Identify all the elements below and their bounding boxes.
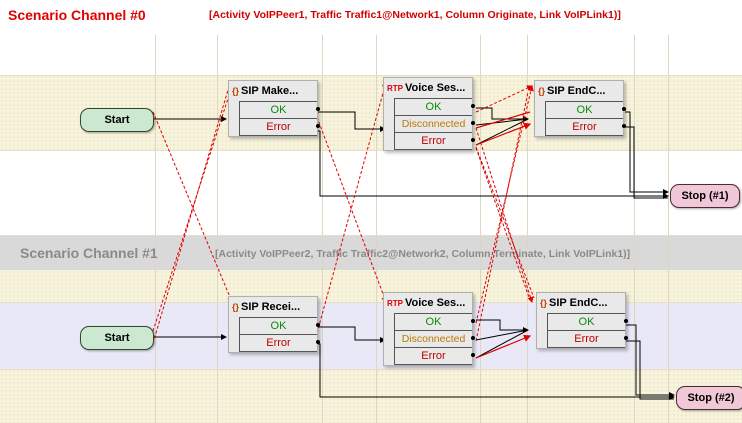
canvas-header-band — [0, 0, 742, 35]
grid-line — [0, 302, 742, 303]
channel1-sip-receive-node[interactable]: {} SIP Recei... OK Error — [228, 296, 320, 353]
function-icon: {} — [232, 86, 240, 96]
start-label: Start — [104, 332, 130, 344]
node-title: Voice Ses... — [405, 297, 466, 309]
node-title: SIP Make... — [241, 85, 299, 97]
channel0-sip-endcall-node[interactable]: {} SIP EndC... OK Error — [534, 80, 626, 137]
function-icon: {} — [232, 302, 240, 312]
node-outcomes: OK Error — [547, 313, 628, 348]
node-header: {} SIP EndC... — [537, 293, 625, 313]
function-icon: {} — [540, 298, 548, 308]
outcome-ok[interactable]: OK — [548, 314, 628, 331]
channel1-voice-session-node[interactable]: RTP Voice Ses... OK Disconnected Error — [383, 292, 475, 366]
grid-line — [155, 35, 156, 423]
channel1-start-button[interactable]: Start — [80, 326, 154, 350]
outcome-error[interactable]: Error — [395, 133, 475, 150]
outcome-ok[interactable]: OK — [240, 102, 320, 119]
outcome-ok[interactable]: OK — [240, 318, 320, 335]
function-icon: {} — [538, 86, 546, 96]
outcome-error[interactable]: Error — [240, 335, 320, 352]
stop-label: Stop (#2) — [687, 392, 735, 404]
channel0-voice-session-node[interactable]: RTP Voice Ses... OK Disconnected Error — [383, 77, 475, 151]
grid-line — [0, 75, 742, 76]
outcome-error[interactable]: Error — [548, 331, 628, 348]
grid-line — [527, 35, 528, 423]
node-outcomes: OK Error — [239, 101, 320, 136]
grid-line — [322, 35, 323, 423]
canvas-band — [0, 369, 742, 423]
channel0-start-button[interactable]: Start — [80, 108, 154, 132]
outcome-ok[interactable]: OK — [395, 99, 475, 116]
canvas-band — [0, 270, 742, 302]
channel1-sip-endcall-node[interactable]: {} SIP EndC... OK Error — [536, 292, 628, 349]
rtp-icon: RTP — [387, 298, 403, 308]
channel0-stop-button[interactable]: Stop (#1) — [670, 184, 740, 208]
grid-line — [376, 35, 377, 423]
start-label: Start — [104, 114, 130, 126]
node-outcomes: OK Error — [545, 101, 626, 136]
node-header: {} SIP EndC... — [535, 81, 623, 101]
grid-line — [217, 35, 218, 423]
node-outcomes: OK Error — [239, 317, 320, 352]
node-title: SIP Recei... — [241, 301, 301, 313]
rtp-icon: RTP — [387, 83, 403, 93]
outcome-error[interactable]: Error — [240, 119, 320, 136]
channel1-title: Scenario Channel #1 — [20, 245, 158, 261]
grid-line — [668, 35, 669, 423]
channel1-description: [Activity VoIPPeer2, Traffic Traffic2@Ne… — [215, 248, 631, 260]
channel0-description: [Activity VoIPPeer1, Traffic Traffic1@Ne… — [209, 9, 621, 21]
channel1-stop-button[interactable]: Stop (#2) — [676, 386, 742, 410]
grid-line — [0, 369, 742, 370]
node-title: SIP EndC... — [547, 85, 606, 97]
outcome-disconnected[interactable]: Disconnected — [395, 331, 475, 348]
outcome-error[interactable]: Error — [395, 348, 475, 365]
outcome-error[interactable]: Error — [546, 119, 626, 136]
grid-line — [0, 235, 742, 236]
node-title: SIP EndC... — [549, 297, 608, 309]
node-header: RTP Voice Ses... — [384, 293, 472, 313]
outcome-ok[interactable]: OK — [546, 102, 626, 119]
canvas-band — [0, 35, 742, 75]
canvas-band — [0, 150, 742, 235]
node-header: {} SIP Recei... — [229, 297, 317, 317]
channel0-sip-make-node[interactable]: {} SIP Make... OK Error — [228, 80, 320, 137]
node-header: RTP Voice Ses... — [384, 78, 472, 98]
grid-line — [0, 150, 742, 151]
stop-label: Stop (#1) — [681, 190, 729, 202]
node-title: Voice Ses... — [405, 82, 466, 94]
node-outcomes: OK Disconnected Error — [394, 313, 475, 365]
node-header: {} SIP Make... — [229, 81, 317, 101]
grid-line — [634, 35, 635, 423]
outcome-disconnected[interactable]: Disconnected — [395, 116, 475, 133]
outcome-ok[interactable]: OK — [395, 314, 475, 331]
node-outcomes: OK Disconnected Error — [394, 98, 475, 150]
grid-line — [480, 35, 481, 423]
channel0-title: Scenario Channel #0 — [8, 7, 146, 23]
